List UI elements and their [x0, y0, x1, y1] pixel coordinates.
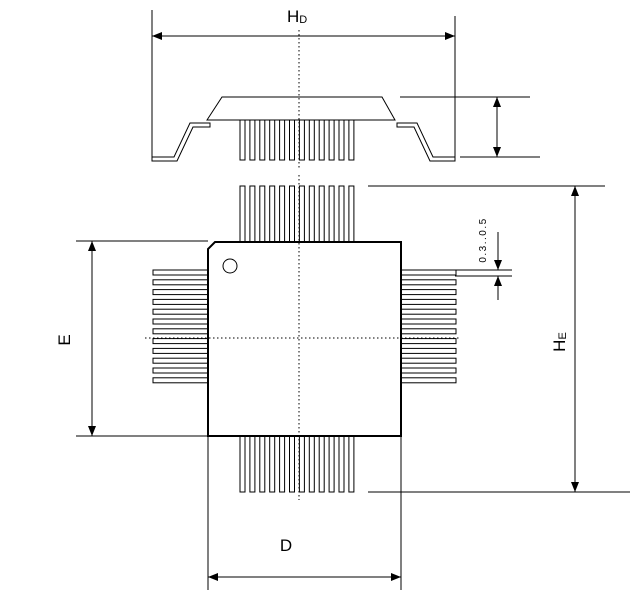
leads-bottom-row: [239, 435, 355, 493]
lead-left: [152, 338, 209, 345]
lead-right: [400, 357, 457, 364]
lead-right: [400, 377, 457, 384]
hd-label: HD: [287, 7, 307, 26]
lead-left: [152, 367, 209, 374]
lead-bottom: [328, 435, 335, 493]
side-lead-tip: [289, 119, 295, 161]
lead-left: [152, 347, 209, 354]
lead-bottom: [298, 435, 305, 493]
side-lead-tip: [298, 119, 305, 161]
leads-top-row: [239, 185, 355, 243]
side-lead-tip: [249, 119, 256, 161]
lead-top: [308, 185, 315, 243]
side-lead-tip: [318, 119, 325, 161]
top-view: [76, 175, 630, 590]
lead-left: [152, 328, 209, 335]
d-label: D: [280, 536, 292, 555]
lead-top: [259, 185, 266, 243]
lead-bottom: [269, 435, 276, 493]
lead-top: [348, 185, 355, 243]
side-lead-tip: [308, 119, 315, 161]
lead-right: [400, 347, 457, 354]
leads-left-column: [152, 269, 209, 384]
side-body: [206, 96, 396, 121]
he-label: HE: [550, 332, 569, 352]
side-lead-tip: [338, 119, 345, 161]
lead-top: [318, 185, 325, 243]
lead-bottom: [279, 435, 286, 493]
lead-bottom: [318, 435, 325, 493]
side-lead-tip: [239, 119, 246, 161]
lead-right: [400, 279, 457, 286]
lead-left: [152, 318, 209, 325]
dimension-labels: HD E HE D 0.3..0.5: [55, 7, 569, 555]
lead-top: [249, 185, 256, 243]
leads-right-column: [400, 269, 457, 384]
lead-top: [269, 185, 276, 243]
side-lead-tip: [348, 119, 355, 161]
lead-bottom: [348, 435, 355, 493]
lead-right: [400, 269, 457, 276]
side-lead-right: [396, 122, 456, 162]
lead-top: [239, 185, 246, 243]
lead-width-label: 0.3..0.5: [478, 217, 489, 262]
lead-left: [152, 289, 209, 296]
lead-top: [338, 185, 345, 243]
lead-left: [152, 357, 209, 364]
lead-right: [400, 308, 457, 315]
side-lead-left: [151, 122, 211, 162]
lead-bottom: [259, 435, 266, 493]
lead-bottom: [289, 435, 295, 493]
lead-left: [152, 298, 209, 305]
lead-bottom: [308, 435, 315, 493]
side-lead-tip: [328, 119, 335, 161]
lead-top: [289, 185, 295, 243]
lead-right: [400, 367, 457, 374]
side-lead-tip: [259, 119, 266, 161]
lead-right: [400, 298, 457, 305]
lead-left: [152, 269, 209, 276]
package-body: [207, 241, 402, 437]
lead-right: [400, 318, 457, 325]
lead-right: [400, 289, 457, 296]
lead-top: [328, 185, 335, 243]
lead-left: [152, 377, 209, 384]
lead-right: [400, 338, 457, 345]
side-lead-tip: [279, 119, 286, 161]
pin-1-dot: [222, 258, 238, 274]
lead-left: [152, 279, 209, 286]
lead-right: [400, 328, 457, 335]
e-label: E: [55, 334, 74, 345]
side-lead-tip: [269, 119, 276, 161]
lead-bottom: [338, 435, 345, 493]
lead-top: [279, 185, 286, 243]
lead-left: [152, 308, 209, 315]
side-lead-tips: [239, 119, 355, 161]
lead-bottom: [249, 435, 256, 493]
side-view: [151, 10, 540, 170]
lead-bottom: [239, 435, 246, 493]
lead-top: [298, 185, 305, 243]
